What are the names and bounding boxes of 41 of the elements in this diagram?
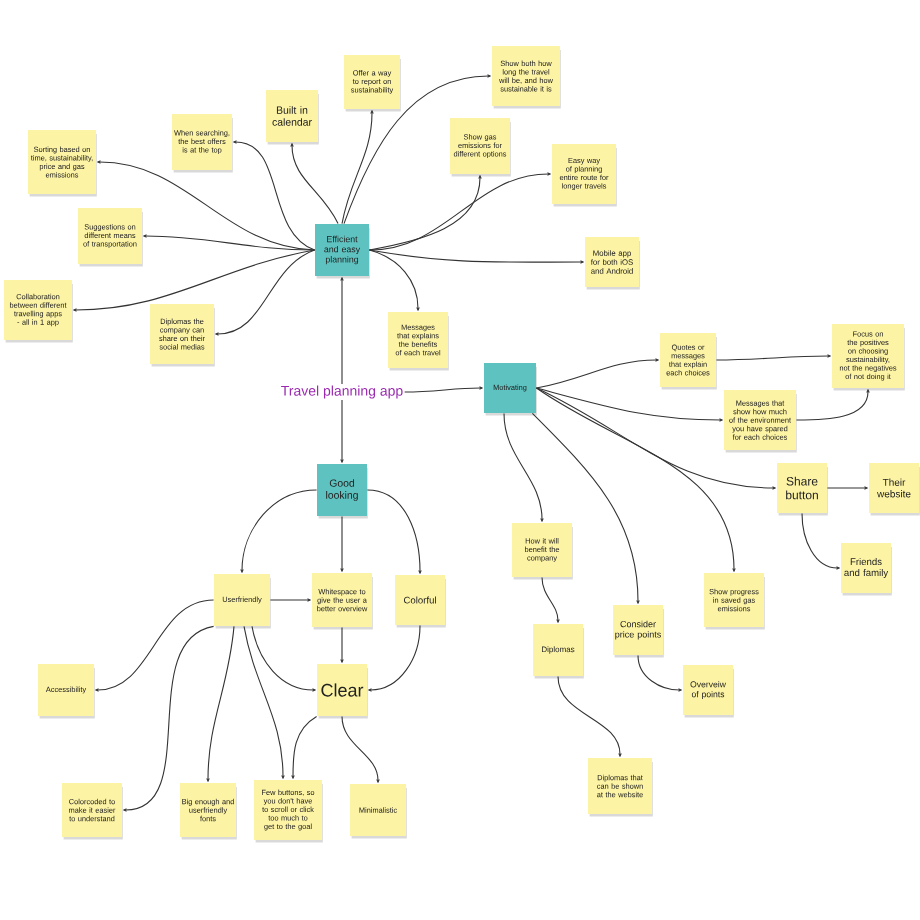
arrow (341, 110, 374, 225)
arrow (801, 512, 840, 570)
arrow (535, 387, 736, 572)
arrow (290, 143, 339, 225)
arrow (368, 624, 421, 692)
arrow (73, 249, 316, 312)
arrow (143, 234, 316, 251)
arrow (341, 715, 380, 783)
arrow (503, 412, 544, 522)
arrow (340, 626, 344, 663)
arrow (343, 74, 491, 225)
sticky-note: Clear (317, 664, 368, 719)
arrow (206, 625, 235, 782)
arrow (557, 675, 622, 757)
arrow (95, 599, 215, 692)
arrow (535, 387, 723, 422)
arrow (368, 172, 551, 251)
arrow (368, 175, 482, 251)
arrow (233, 140, 316, 251)
arrow (795, 389, 870, 421)
arrow (541, 576, 560, 623)
arrow (366, 489, 422, 574)
arrow (637, 654, 682, 692)
arrow (340, 399, 344, 463)
arrow (535, 358, 659, 389)
arrow (715, 354, 831, 361)
arrow (368, 249, 584, 264)
arrow (404, 386, 483, 393)
arrow (535, 387, 776, 490)
arrow (291, 715, 318, 779)
arrow (215, 249, 316, 336)
arrow (340, 277, 344, 385)
arrow (243, 625, 285, 779)
arrow (826, 486, 868, 490)
arrow (340, 515, 344, 572)
arrow (123, 625, 215, 812)
arrow (531, 412, 640, 604)
arrow (269, 598, 311, 602)
arrow (251, 625, 316, 692)
arrow (240, 489, 318, 573)
arrow (368, 249, 420, 311)
